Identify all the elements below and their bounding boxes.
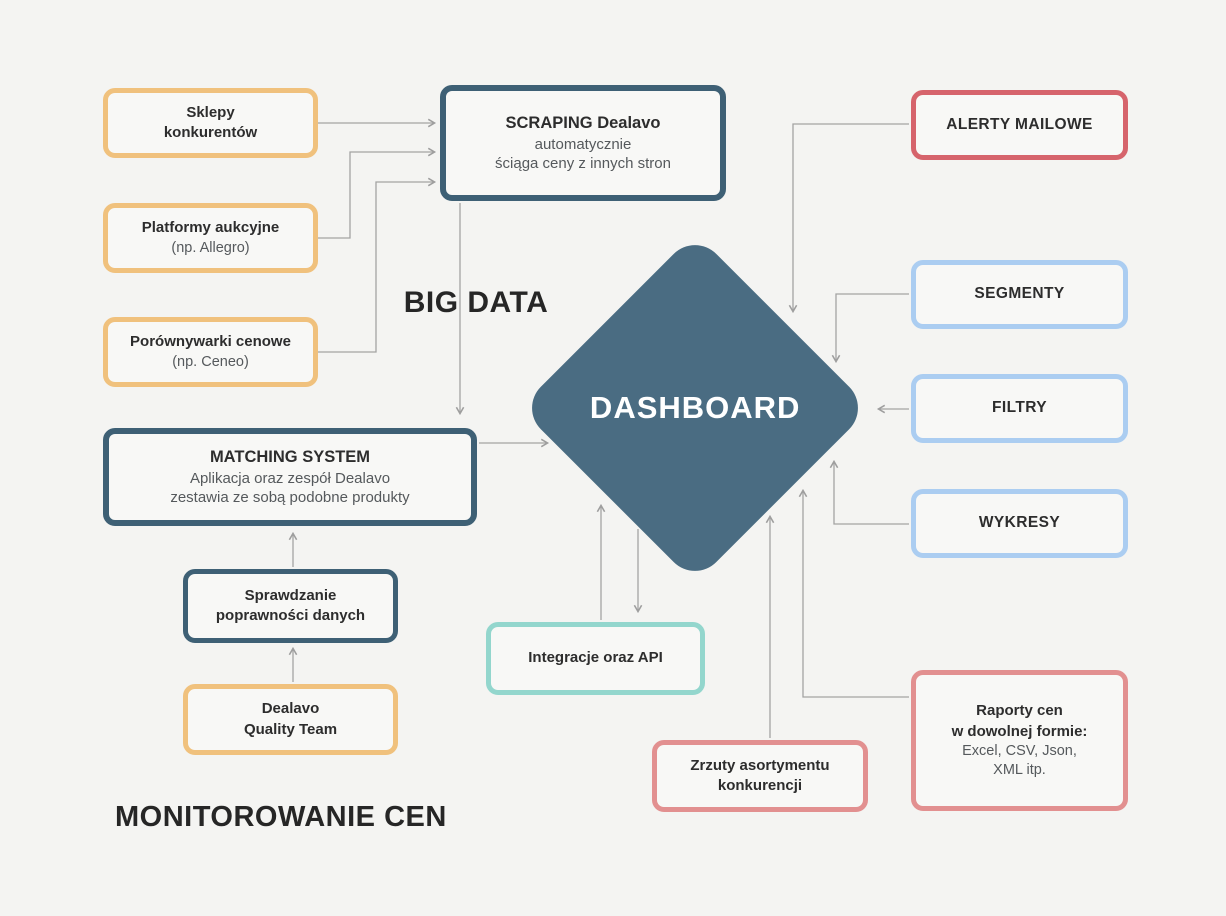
node-title: FILTRY [992,399,1047,417]
node-subtitle: (np. Allegro) [171,239,250,256]
node-platformy-aukcyjne: Platformy aukcyjne (np. Allegro) [103,203,318,273]
node-dealavo-quality-team: Dealavo Quality Team [183,684,398,755]
node-title: Platformy aukcyjne [141,219,280,237]
node-title: Zrzuty asortymentu konkurencji [690,756,830,794]
node-title: Integracje oraz API [528,649,663,667]
node-title: SEGMENTY [974,285,1065,303]
node-raporty-cen: Raporty cen w dowolnej formie: Excel, CS… [911,670,1128,811]
arrow-porownywarki-to-scraping [318,177,437,353]
node-title: SCRAPING Dealavo [505,114,661,133]
node-title: Dealavo Quality Team [243,700,338,738]
node-title: Raporty cen w dowolnej formie: [951,702,1088,740]
arrow-segmenty-dashboard [831,293,909,364]
arrow-platformy-to-scraping [318,147,437,239]
node-title: Sprawdzanie poprawności danych [215,586,366,624]
node-title: ALERTY MAILOWE [946,115,1093,133]
node-title: Porównywarki cenowe [130,333,291,351]
arrow-alerty-dashboard [788,123,909,314]
node-title: MATCHING SYSTEM [209,448,371,467]
node-subtitle: (np. Ceneo) [172,353,249,370]
node-integracje-api: Integracje oraz API [486,622,705,695]
big-data-label: BIG DATA [403,286,549,319]
node-scraping-dealavo: SCRAPING Dealavo automatycznie ściąga ce… [440,85,726,201]
node-subtitle: Excel, CSV, Json, XML itp. [962,742,1077,778]
arrow-raporty-dashboard [798,488,909,698]
node-zrzuty-asortymentu: Zrzuty asortymentu konkurencji [652,740,868,812]
node-filtry: FILTRY [911,374,1128,443]
dashboard-label: DASHBOARD [589,390,801,425]
node-title: Sklepy konkurentów [163,103,258,141]
node-sprawdzanie-poprawnosci: Sprawdzanie poprawności danych [183,569,398,643]
node-alerty-mailowe: ALERTY MAILOWE [911,90,1128,160]
node-wykresy: WYKRESY [911,489,1128,558]
node-sklepy-konkurentow: Sklepy konkurentów [103,88,318,158]
page-title: MONITOROWANIE CEN [115,801,447,833]
node-subtitle: Aplikacja oraz zespół Dealavo zestawia z… [170,469,410,507]
arrow-wykresy-dashboard [829,459,909,525]
node-segmenty: SEGMENTY [911,260,1128,329]
node-matching-system: MATCHING SYSTEM Aplikacja oraz zespół De… [103,428,477,526]
node-subtitle: automatycznie ściąga ceny z innych stron [495,135,671,173]
node-title: WYKRESY [978,514,1061,532]
node-porownywarki-cenowe: Porównywarki cenowe (np. Ceneo) [103,317,318,387]
